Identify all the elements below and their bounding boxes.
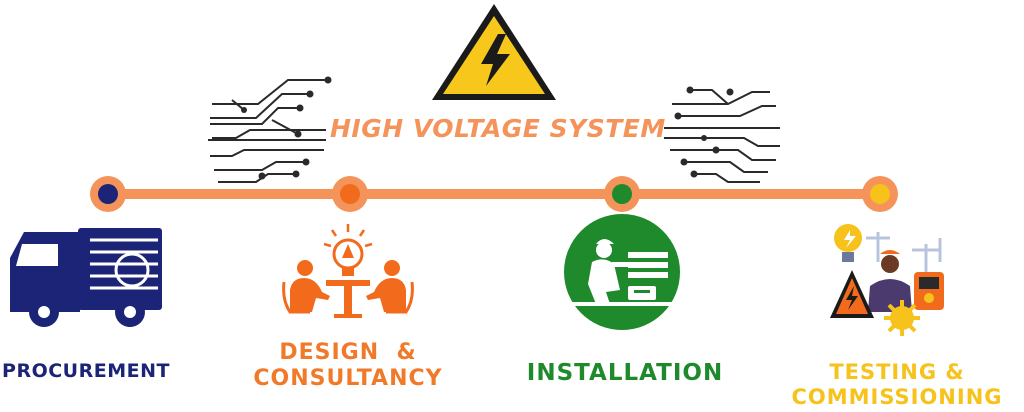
circuit-lines-left-icon xyxy=(208,76,332,183)
consultancy-icon xyxy=(282,224,414,318)
timeline xyxy=(90,176,898,212)
stage-label-line: DESIGN & xyxy=(279,340,417,365)
timeline-node-testing xyxy=(862,176,898,212)
stage-label-line: PROCUREMENT xyxy=(2,360,170,382)
testing-technician-icon xyxy=(830,224,944,336)
stage-label-procurement: PROCUREMENT xyxy=(0,360,172,383)
stage-label-design-consultancy: DESIGN & CONSULTANCY xyxy=(238,340,458,393)
stage-label-line: CONSULTANCY xyxy=(253,366,443,392)
stage-label-line: TESTING & xyxy=(829,360,965,384)
stage-label-testing-commissioning: TESTING & COMMISSIONING xyxy=(770,360,1024,410)
circuit-lines-right-icon xyxy=(664,86,780,183)
diagram-title: HIGH VOLTAGE SYSTEM xyxy=(330,114,666,143)
stage-label-installation: INSTALLATION xyxy=(520,360,730,388)
high-voltage-warning-icon xyxy=(432,4,556,100)
stage-label-line: INSTALLATION xyxy=(526,360,724,386)
timeline-node-design xyxy=(332,176,368,212)
timeline-node-installation xyxy=(604,176,640,212)
stage-label-line: COMMISSIONING xyxy=(791,385,1003,410)
timeline-node-procurement xyxy=(90,176,126,212)
truck-icon xyxy=(10,228,162,327)
installation-worker-icon xyxy=(564,214,680,330)
